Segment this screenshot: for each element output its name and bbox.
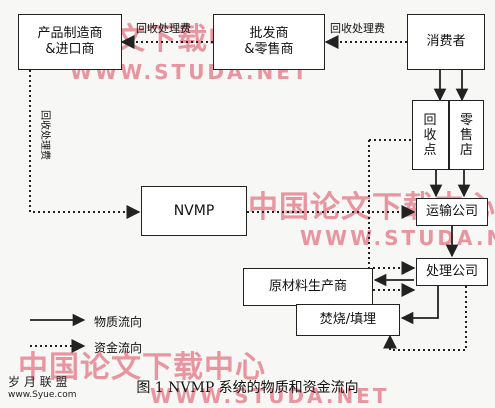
money-arrow-processing-to-incineration: [383, 286, 467, 351]
node-raw-material: 原材料生产商: [243, 268, 373, 306]
node-transport: 运输公司: [416, 198, 488, 226]
money-arrow-nvmp-to-transport: [368, 140, 416, 219]
node-wholesaler-label: 批发商 &零售商: [244, 26, 294, 57]
edge-label-fee-consumer-to-wholesaler: 回收处理费: [330, 22, 385, 35]
edge-label-fee-wholesaler-to-manufacturer: 回收处理费: [136, 22, 191, 35]
node-processing-label: 处理公司: [425, 264, 478, 279]
node-nvmp: NVMP: [141, 186, 247, 236]
site-logo-cn: 岁 月 联 盟: [8, 375, 68, 389]
node-manufacturer: 产品制造商 &进口商: [18, 14, 122, 70]
site-logo: 岁 月 联 盟 www.Syue.com: [8, 376, 76, 401]
node-manufacturer-label: 产品制造商 &进口商: [37, 26, 103, 57]
node-consumer: 消费者: [407, 14, 485, 70]
edge-label-fee-manufacturer-to-nvmp: 回收处理费: [39, 110, 50, 160]
node-retail-store: 零 售 店: [459, 112, 473, 158]
site-logo-en: www.Syue.com: [8, 390, 77, 400]
legend-material-label: 物质流向: [94, 315, 143, 329]
money-arrow-manufacturer-to-nvmp: [29, 70, 141, 219]
node-processing: 处理公司: [416, 258, 488, 286]
node-transport-label: 运输公司: [425, 204, 478, 219]
node-wholesaler: 批发商 &零售商: [213, 14, 325, 70]
legend-money-label: 资金流向: [94, 341, 143, 355]
money-arrow-nvmp-to-processing: [368, 212, 416, 275]
figure-caption: 图 1 NVMP 系统的物质和资金流向: [136, 380, 359, 396]
collection-retail-divider: [448, 100, 450, 170]
node-incineration: 焚烧/填埋: [296, 304, 400, 336]
node-incineration-label: 焚烧/填埋: [319, 312, 377, 327]
node-consumer-label: 消费者: [426, 34, 466, 49]
node-collection-point: 回 收 点: [423, 112, 437, 158]
node-raw-material-label: 原材料生产商: [268, 279, 347, 294]
material-arrow-processing-to-incineration: [400, 286, 439, 325]
node-nvmp-label: NVMP: [173, 203, 215, 219]
